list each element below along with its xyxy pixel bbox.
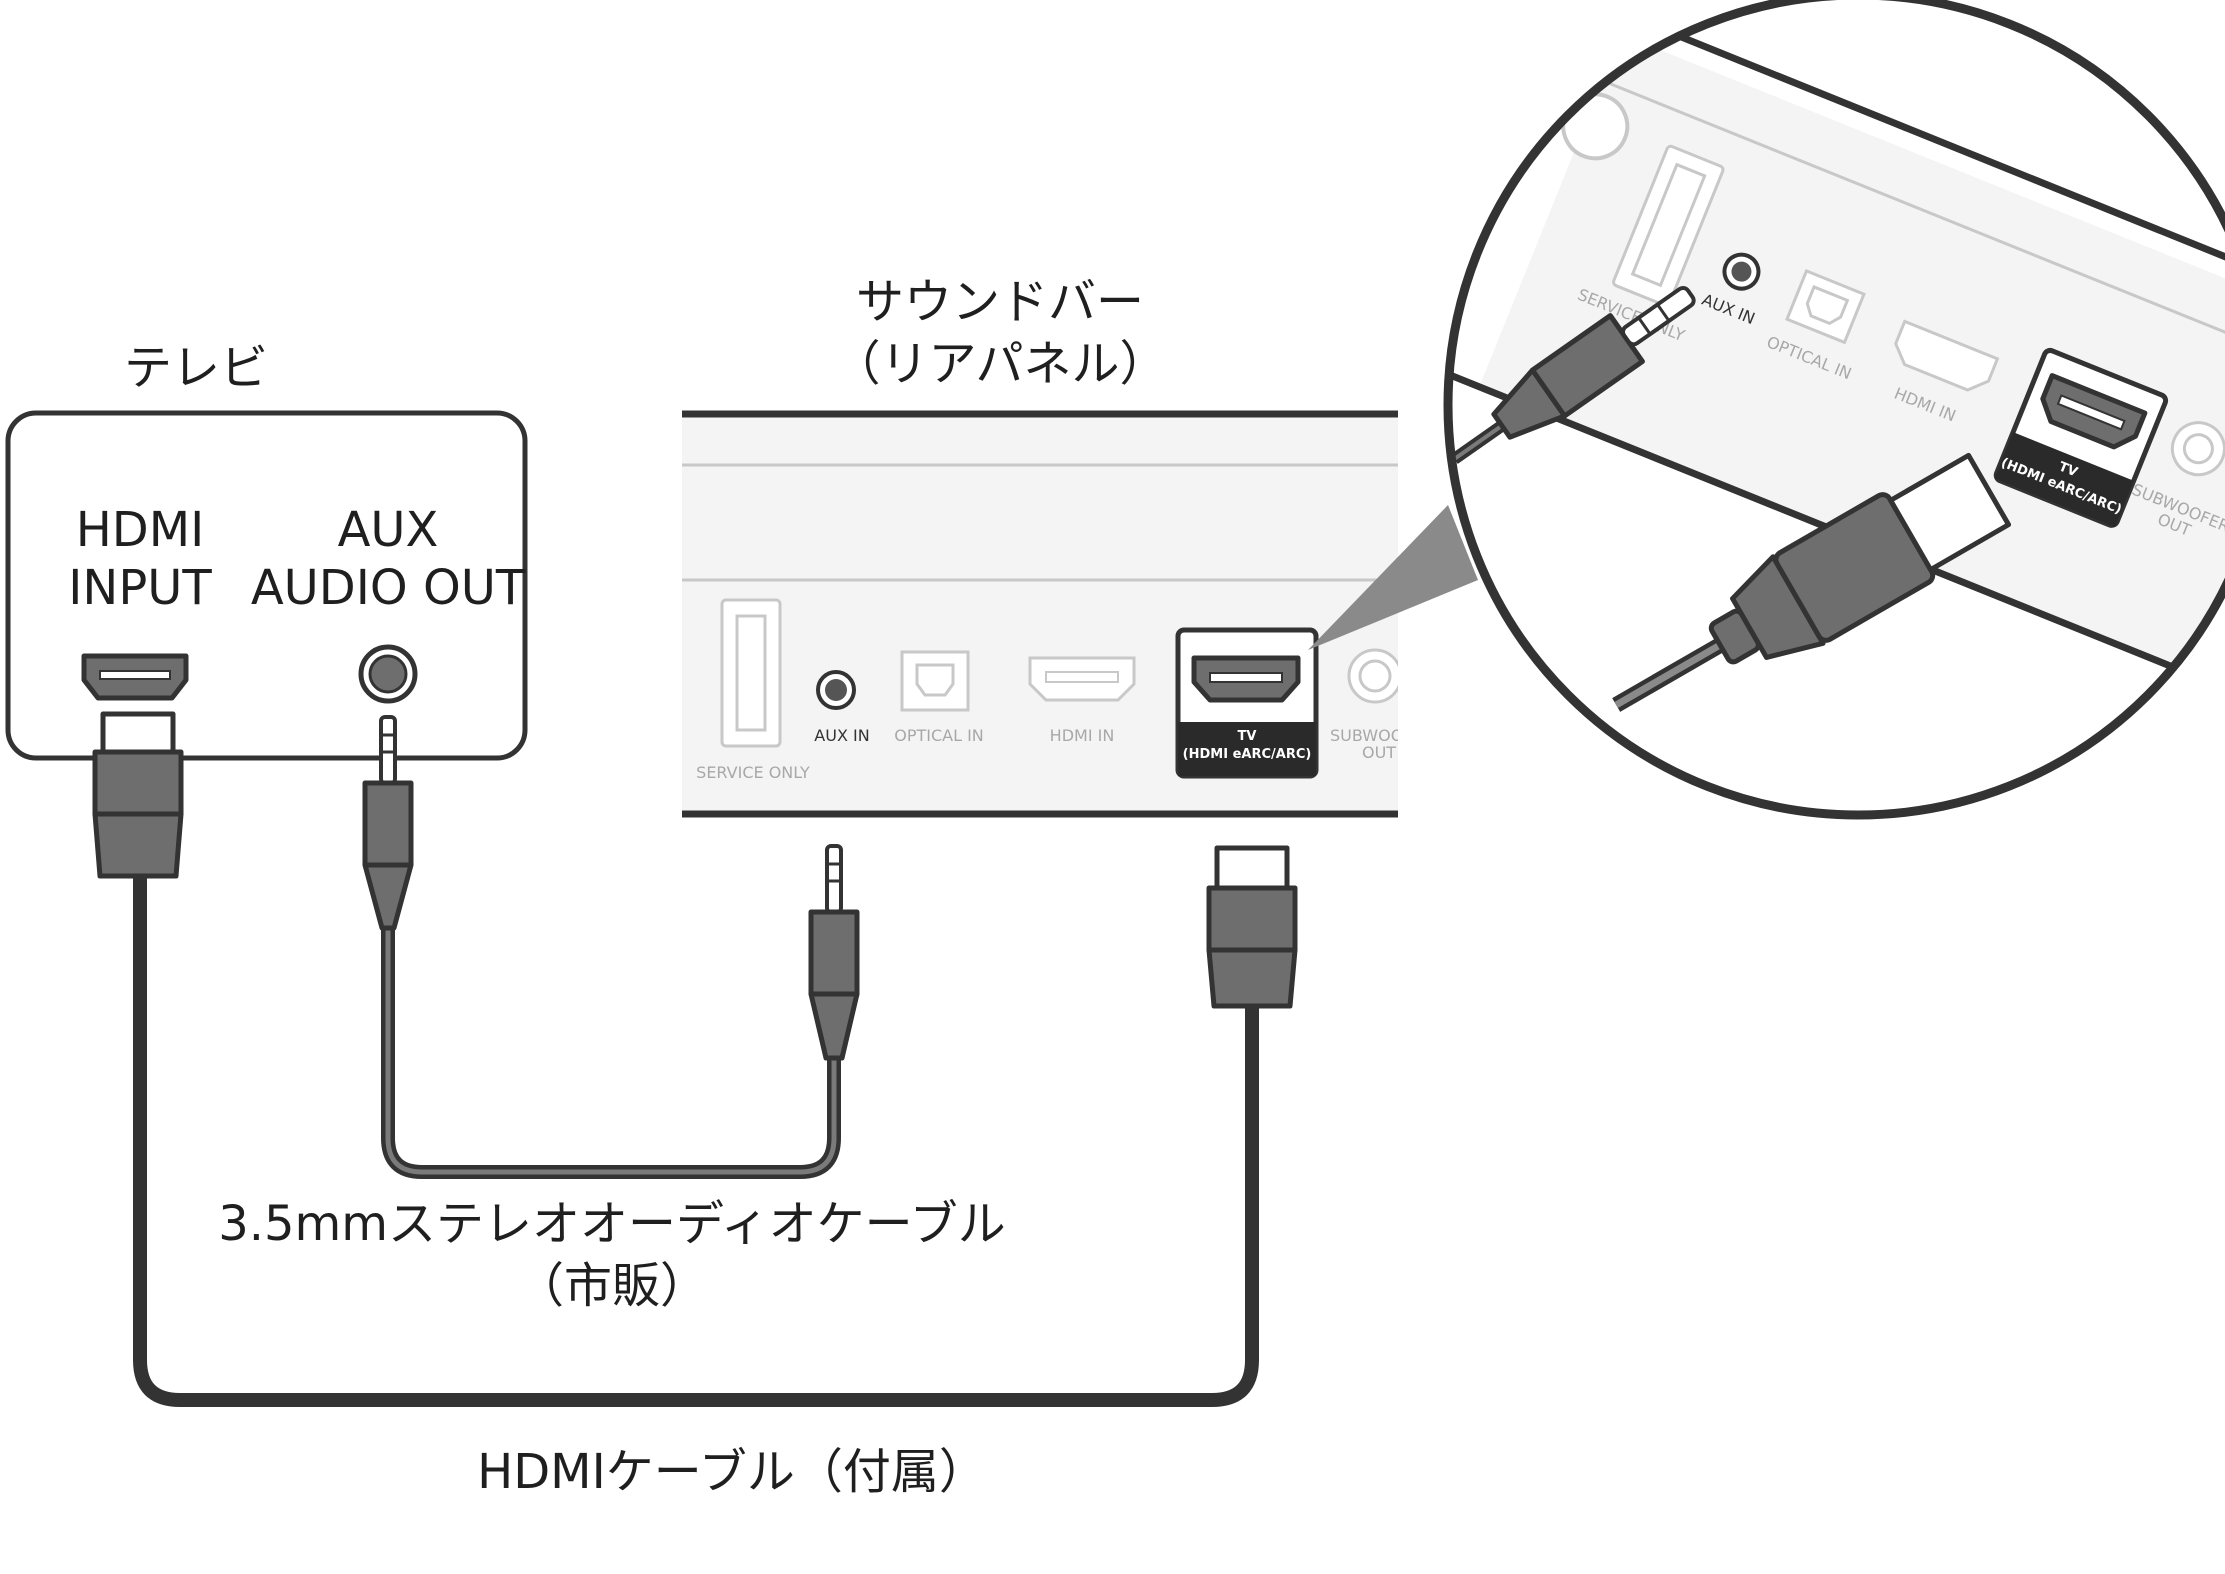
- optical-in-label: OPTICAL IN: [894, 726, 984, 745]
- tv-hdmi-label-2: INPUT: [68, 560, 212, 616]
- service-only-label: SERVICE ONLY: [696, 763, 810, 782]
- hdmi-in-label: HDMI IN: [1050, 726, 1115, 745]
- hdmi-cable-label: HDMIケーブル（付属）: [477, 1444, 987, 1500]
- tv-earc-label: TV: [1238, 729, 1257, 744]
- tv-aux-plug: [362, 715, 414, 931]
- tv-hdmi-label: HDMI: [76, 502, 205, 558]
- zoom-pointer: [1308, 505, 1478, 650]
- zoom-aux-plug: [1450, 285, 1696, 464]
- hdmi-in-port: [1028, 656, 1136, 702]
- soundbar-aux-plug: [808, 844, 860, 1061]
- subwoofer-out-label: SUBWOOFER: [1330, 726, 1434, 745]
- hdmi-cable: [133, 870, 1259, 1407]
- soundbar-title: サウンドバー: [856, 274, 1144, 330]
- soundbar-rear-panel: SERVICE ONLY AUX IN OPTICAL IN HDMI IN T…: [682, 410, 1434, 818]
- aux-cable: [381, 925, 841, 1179]
- subwoofer-out-port: [1347, 648, 1398, 704]
- tv-earc-port: [1175, 627, 1319, 779]
- zoom-hdmi-plug: [1612, 452, 2012, 712]
- aux-in-port: [816, 670, 856, 710]
- soundbar-title-2: （リアパネル）: [832, 336, 1167, 392]
- soundbar-hdmi-plug: [1206, 845, 1298, 1009]
- tv-aux-port: [358, 644, 418, 704]
- tv-aux-label: AUX: [338, 502, 439, 558]
- aux-cable-label: 3.5mmステレオオーディオケーブル: [218, 1196, 1006, 1252]
- optical-in-port: [900, 650, 970, 712]
- aux-in-label: AUX IN: [814, 726, 869, 745]
- tv-earc-label-2: (HDMI eARC/ARC): [1183, 747, 1312, 762]
- tv-hdmi-plug: [92, 711, 184, 879]
- zoom-callout: SERVICE ONLY AUX IN OPTICAL IN HDMI IN T…: [1443, 0, 2225, 820]
- service-only-port: [720, 598, 782, 748]
- zoom-tv-label: TV: [2056, 459, 2079, 480]
- tv-hdmi-port: [81, 653, 189, 701]
- tv-title: テレビ: [124, 340, 268, 396]
- tv-aux-label-2: AUDIO OUT: [251, 560, 526, 616]
- aux-cable-label-2: （市販）: [516, 1258, 708, 1314]
- subwoofer-out-label-2: OUT: [1362, 743, 1396, 762]
